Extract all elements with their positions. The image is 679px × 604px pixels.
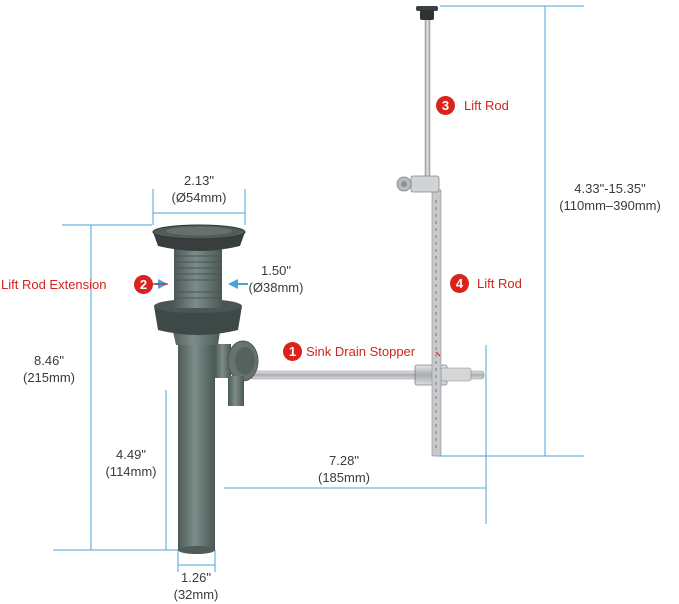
tail-height-label: 4.49" (114mm) xyxy=(98,446,164,480)
callout-1-label: Sink Drain Stopper xyxy=(306,344,416,359)
callout-2-badge: 2 xyxy=(134,275,153,294)
dimension-lines xyxy=(53,5,584,572)
tail-diameter-inch: 1.26" xyxy=(181,570,211,585)
body-diameter-label: 1.50" (Ø38mm) xyxy=(236,262,316,296)
body-diameter-mm: (Ø38mm) xyxy=(248,280,304,295)
rod-length-inch: 7.28" xyxy=(329,453,359,468)
lift-rod-extension-strap xyxy=(431,189,442,457)
callout-2-label: Lift Rod Extension xyxy=(1,277,107,292)
cap-diameter-label: 2.13" (Ø54mm) xyxy=(157,172,241,206)
callout-1-badge: 1 xyxy=(283,342,302,361)
tail-diameter-label: 1.26" (32mm) xyxy=(166,569,226,603)
rod-length-mm: (185mm) xyxy=(317,470,370,485)
rod-length-label: 7.28" (185mm) xyxy=(302,452,386,486)
tail-height-mm: (114mm) xyxy=(105,464,157,479)
drain-body xyxy=(152,224,259,554)
callout-3-label: Lift Rod xyxy=(464,98,509,113)
callout-leaders xyxy=(155,283,441,357)
cap-diameter-inch: 2.13" xyxy=(184,173,214,188)
tail-diameter-mm: (32mm) xyxy=(173,587,219,602)
callout-4-badge: 4 xyxy=(450,274,469,293)
lift-rod xyxy=(396,6,440,193)
body-diameter-inch: 1.50" xyxy=(261,263,291,278)
callout-4-label: Lift Rod xyxy=(477,276,522,291)
total-height-inch: 8.46" xyxy=(34,353,64,368)
callout-3-badge: 3 xyxy=(436,96,455,115)
lift-rod-range-mm: (110mm–390mm) xyxy=(559,198,661,213)
total-height-mm: (215mm) xyxy=(22,370,75,385)
cap-diameter-mm: (Ø54mm) xyxy=(171,190,227,205)
rod-clip xyxy=(414,364,472,386)
lift-rod-range-inch: 4.33"-15.35" xyxy=(574,181,646,196)
lift-rod-range-label: 4.33"-15.35" (110mm–390mm) xyxy=(542,180,678,214)
total-height-label: 8.46" (215mm) xyxy=(18,352,80,386)
tail-height-inch: 4.49" xyxy=(116,447,146,462)
